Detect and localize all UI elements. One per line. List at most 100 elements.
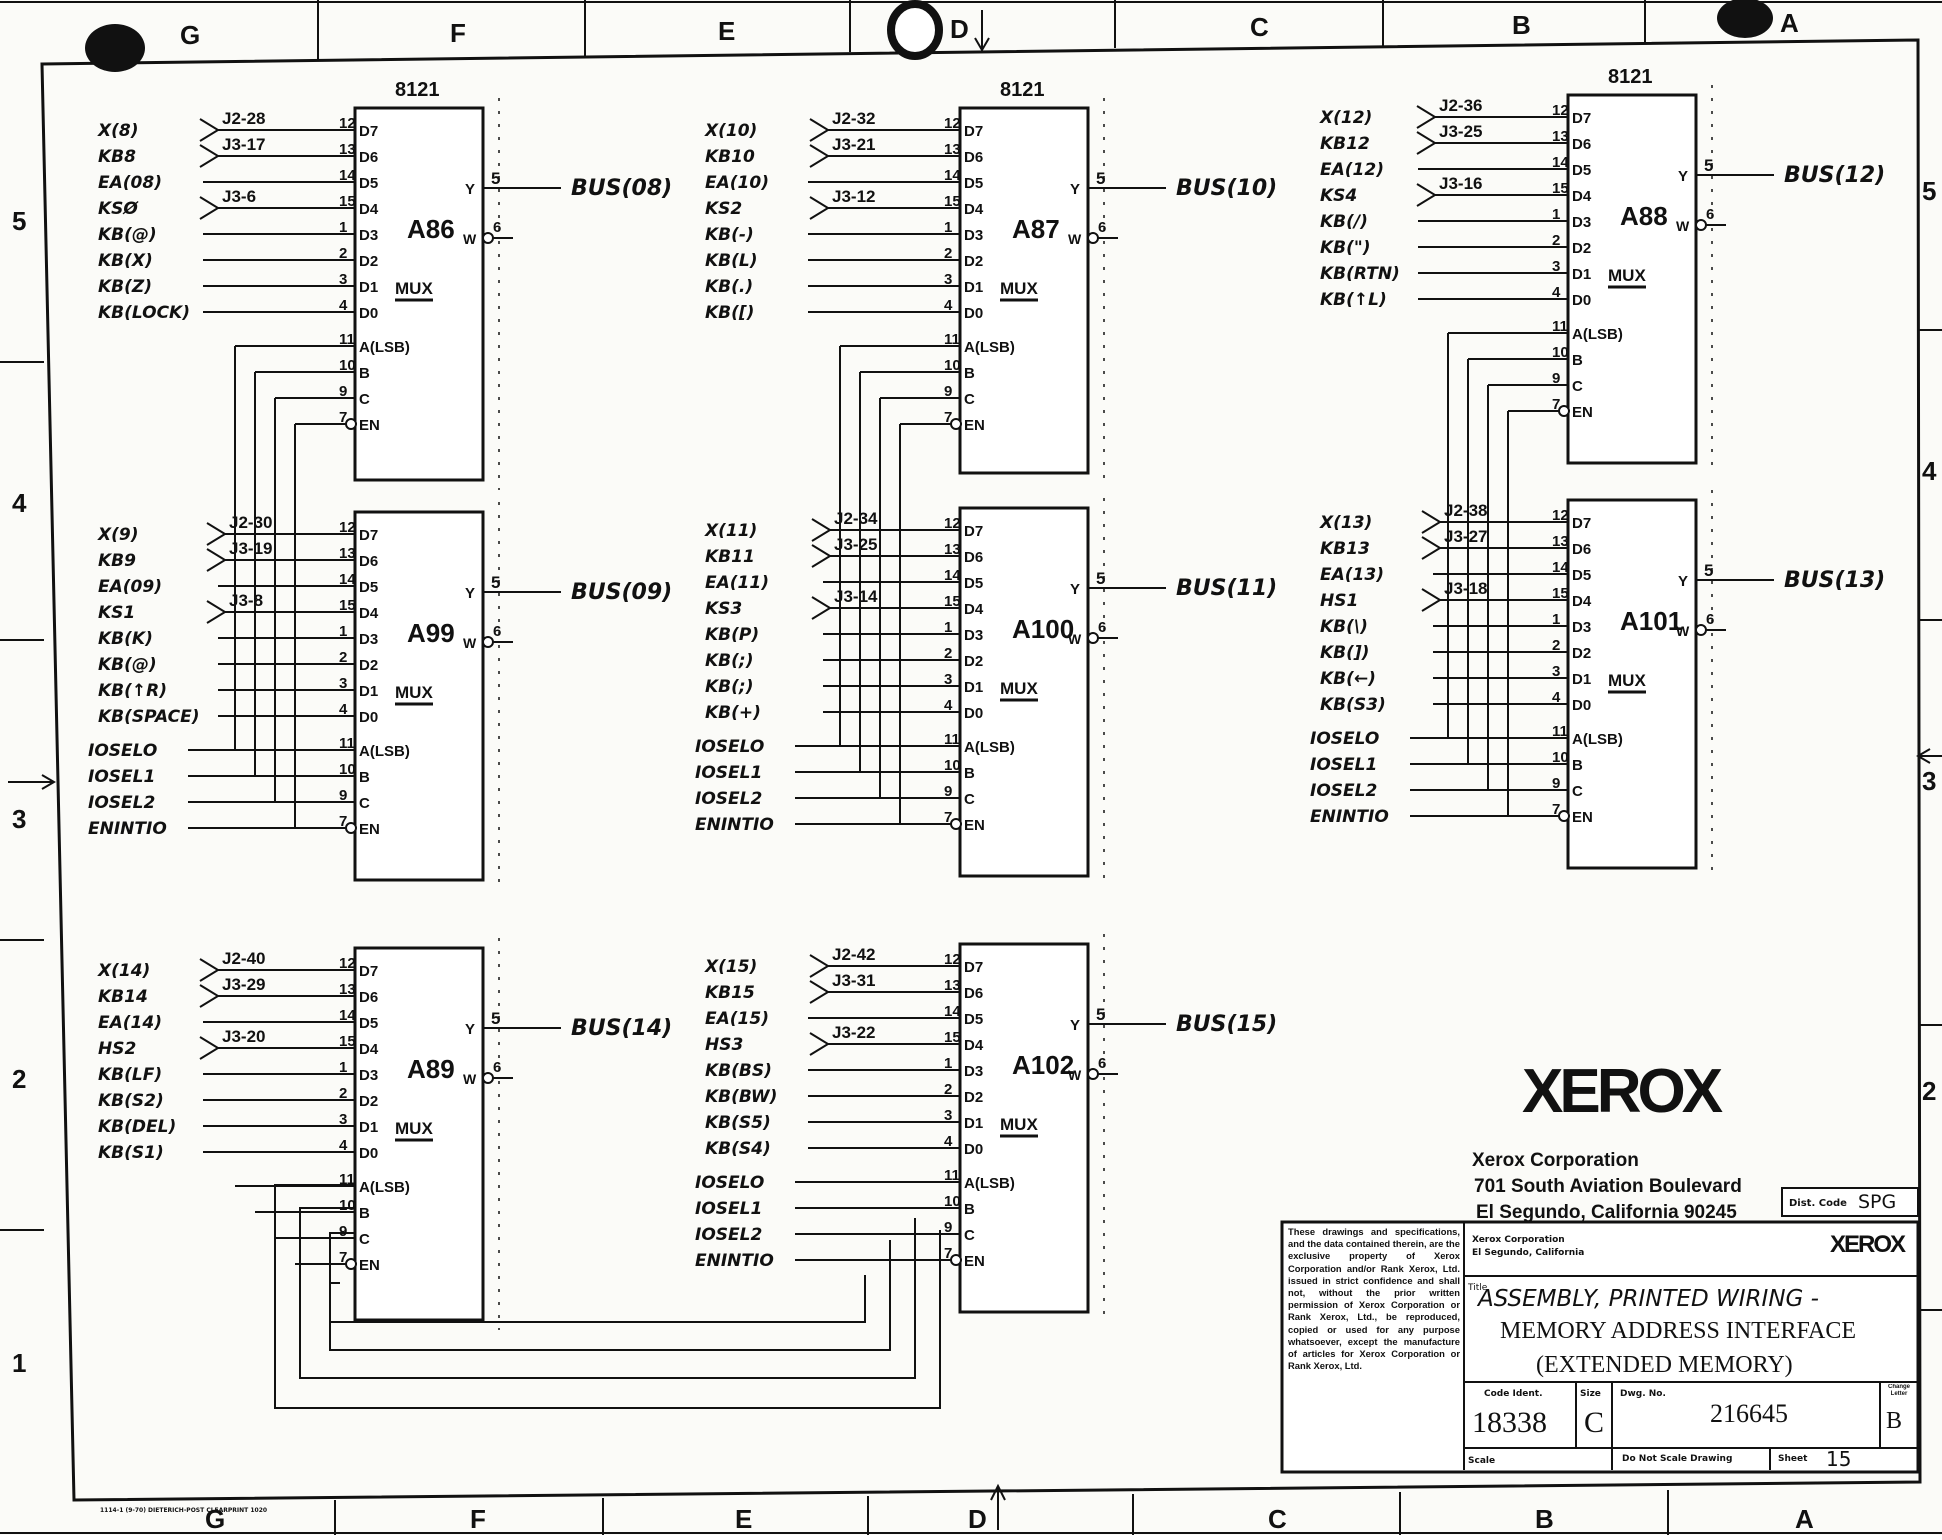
pin-name: D1 — [964, 1115, 983, 1132]
pin-number: 7 — [339, 1249, 347, 1266]
pin-name: D0 — [359, 305, 378, 322]
pin-name: D2 — [359, 657, 378, 674]
pin-name: A(LSB) — [1572, 326, 1623, 343]
pin-number: 10 — [339, 761, 356, 778]
signal-d1: KB(←) — [1320, 669, 1376, 689]
change-letter-label: Change Letter — [1888, 1384, 1910, 1397]
pin-name: D4 — [1572, 188, 1592, 205]
signal-d1: KB(RTN) — [1320, 264, 1400, 284]
mux-a86: 8121A86MUXD712J2-28X(8)D613J3-17KB8D514E… — [97, 79, 672, 829]
connector-pin: J3-6 — [222, 187, 256, 206]
chip-ref: A99 — [407, 618, 455, 648]
connector-pin: J3-14 — [834, 587, 878, 606]
zone-label-left-1: 1 — [12, 1348, 26, 1378]
signal-d4: KS3 — [705, 599, 742, 619]
zone-label-right-5: 5 — [1922, 176, 1936, 206]
pin-name: D6 — [1572, 136, 1591, 153]
signal-d0: KB([) — [705, 303, 754, 323]
chip-type: MUX — [1608, 671, 1646, 690]
chip-body — [1566, 498, 1698, 870]
pin-number: 15 — [944, 193, 961, 210]
chip-ref: A86 — [407, 214, 455, 244]
mux-a100: A100MUXD712J2-34X(11)D613J3-25KB11D514EA… — [695, 498, 1277, 886]
signal-d7: X(15) — [704, 957, 757, 977]
pin-name: D0 — [1572, 292, 1591, 309]
connector-chevron-icon — [1416, 105, 1437, 129]
pin-name: D5 — [359, 175, 378, 192]
title-block-logo: XEROX — [1830, 1231, 1906, 1258]
title-line3: (EXTENDED MEMORY) — [1536, 1352, 1793, 1378]
chip-ref: A101 — [1620, 606, 1682, 636]
sheet-number: 15 — [1826, 1447, 1851, 1471]
pin-number: 2 — [339, 1085, 347, 1102]
pin-number: 9 — [339, 383, 347, 400]
signal-d1: KB(DEL) — [98, 1117, 176, 1137]
pin-name: D0 — [964, 705, 983, 722]
company-line2: El Segundo, California — [1472, 1248, 1584, 1258]
signal-d7: X(9) — [97, 525, 138, 545]
pin-number: 2 — [339, 649, 347, 666]
pin-name: C — [964, 1227, 975, 1244]
pin-name: B — [964, 765, 975, 782]
output-w-name: W — [1068, 631, 1082, 647]
chip-ref: A102 — [1012, 1050, 1074, 1080]
pin-number: 9 — [944, 383, 952, 400]
pin-number: 15 — [944, 1029, 961, 1046]
chip-body — [353, 106, 485, 482]
signal-d5: EA(11) — [705, 573, 769, 593]
scale-label: Scale — [1468, 1456, 1495, 1466]
pin-number: 11 — [339, 331, 355, 348]
pin-number: 12 — [944, 115, 961, 132]
pin-number: 7 — [944, 409, 952, 426]
pin-name: D2 — [1572, 645, 1591, 662]
dist-code-label: Dist. Code — [1789, 1198, 1847, 1209]
connector-chevron-icon — [1416, 183, 1437, 207]
binder-hole — [1717, 0, 1773, 38]
sheet-label: Sheet — [1778, 1454, 1808, 1464]
output-y-name: Y — [1070, 181, 1080, 198]
connector-chevron-icon — [199, 984, 220, 1008]
inverter-bubble-icon — [950, 418, 962, 430]
pin-name: D3 — [359, 631, 378, 648]
pin-number: 11 — [944, 331, 960, 348]
pin-number: 3 — [339, 271, 347, 288]
code-ident-label: Code Ident. — [1484, 1389, 1543, 1399]
pin-number: 15 — [944, 593, 961, 610]
signal-d7: X(13) — [1319, 513, 1372, 533]
output-w-name: W — [1068, 1067, 1082, 1083]
select-signal: IOSEL1 — [695, 763, 762, 783]
signal-d4: KSØ — [98, 199, 139, 219]
signal-d0: KB(S3) — [1320, 695, 1386, 715]
pin-name: C — [359, 795, 370, 812]
pin-number: 3 — [944, 271, 952, 288]
pin-number: 4 — [944, 697, 953, 714]
pin-name: EN — [359, 1257, 380, 1274]
pin-name: D7 — [1572, 110, 1591, 127]
zone-label-bottom-e: E — [735, 1504, 752, 1534]
zone-label-left-2: 2 — [12, 1064, 26, 1094]
pin-name: D3 — [359, 227, 378, 244]
proprietary-notice: These drawings and specifications, and t… — [1288, 1226, 1460, 1371]
pin-number: 15 — [339, 1033, 356, 1050]
pin-name: D7 — [964, 123, 983, 140]
signal-d5: EA(12) — [1320, 160, 1384, 180]
mux-a102: A102MUXD712J2-42X(15)D613J3-31KB15D514EA… — [695, 934, 1277, 1322]
address-line1: Xerox Corporation — [1472, 1150, 1639, 1171]
pin-number: 12 — [1552, 507, 1569, 524]
output-y-name: Y — [465, 1021, 475, 1038]
pin-number: 2 — [944, 1081, 952, 1098]
signal-d4: KS4 — [1320, 186, 1357, 206]
bus-label: BUS(12) — [1784, 163, 1885, 188]
bus-label: BUS(15) — [1176, 1012, 1277, 1037]
pin-number: 3 — [1552, 258, 1560, 275]
pin-name: D2 — [359, 253, 378, 270]
connector-chevron-icon — [811, 544, 832, 568]
select-signal: IOSEL2 — [88, 793, 155, 813]
pin-number: 11 — [1552, 723, 1568, 740]
chip-type: MUX — [395, 683, 433, 702]
inverter-bubble-icon — [1558, 405, 1570, 417]
mux-a88: 8121A88MUXD712J2-36X(12)D613J3-25KB12D51… — [1319, 66, 1885, 817]
pin-name: D4 — [359, 605, 379, 622]
pin-name: D0 — [1572, 697, 1591, 714]
